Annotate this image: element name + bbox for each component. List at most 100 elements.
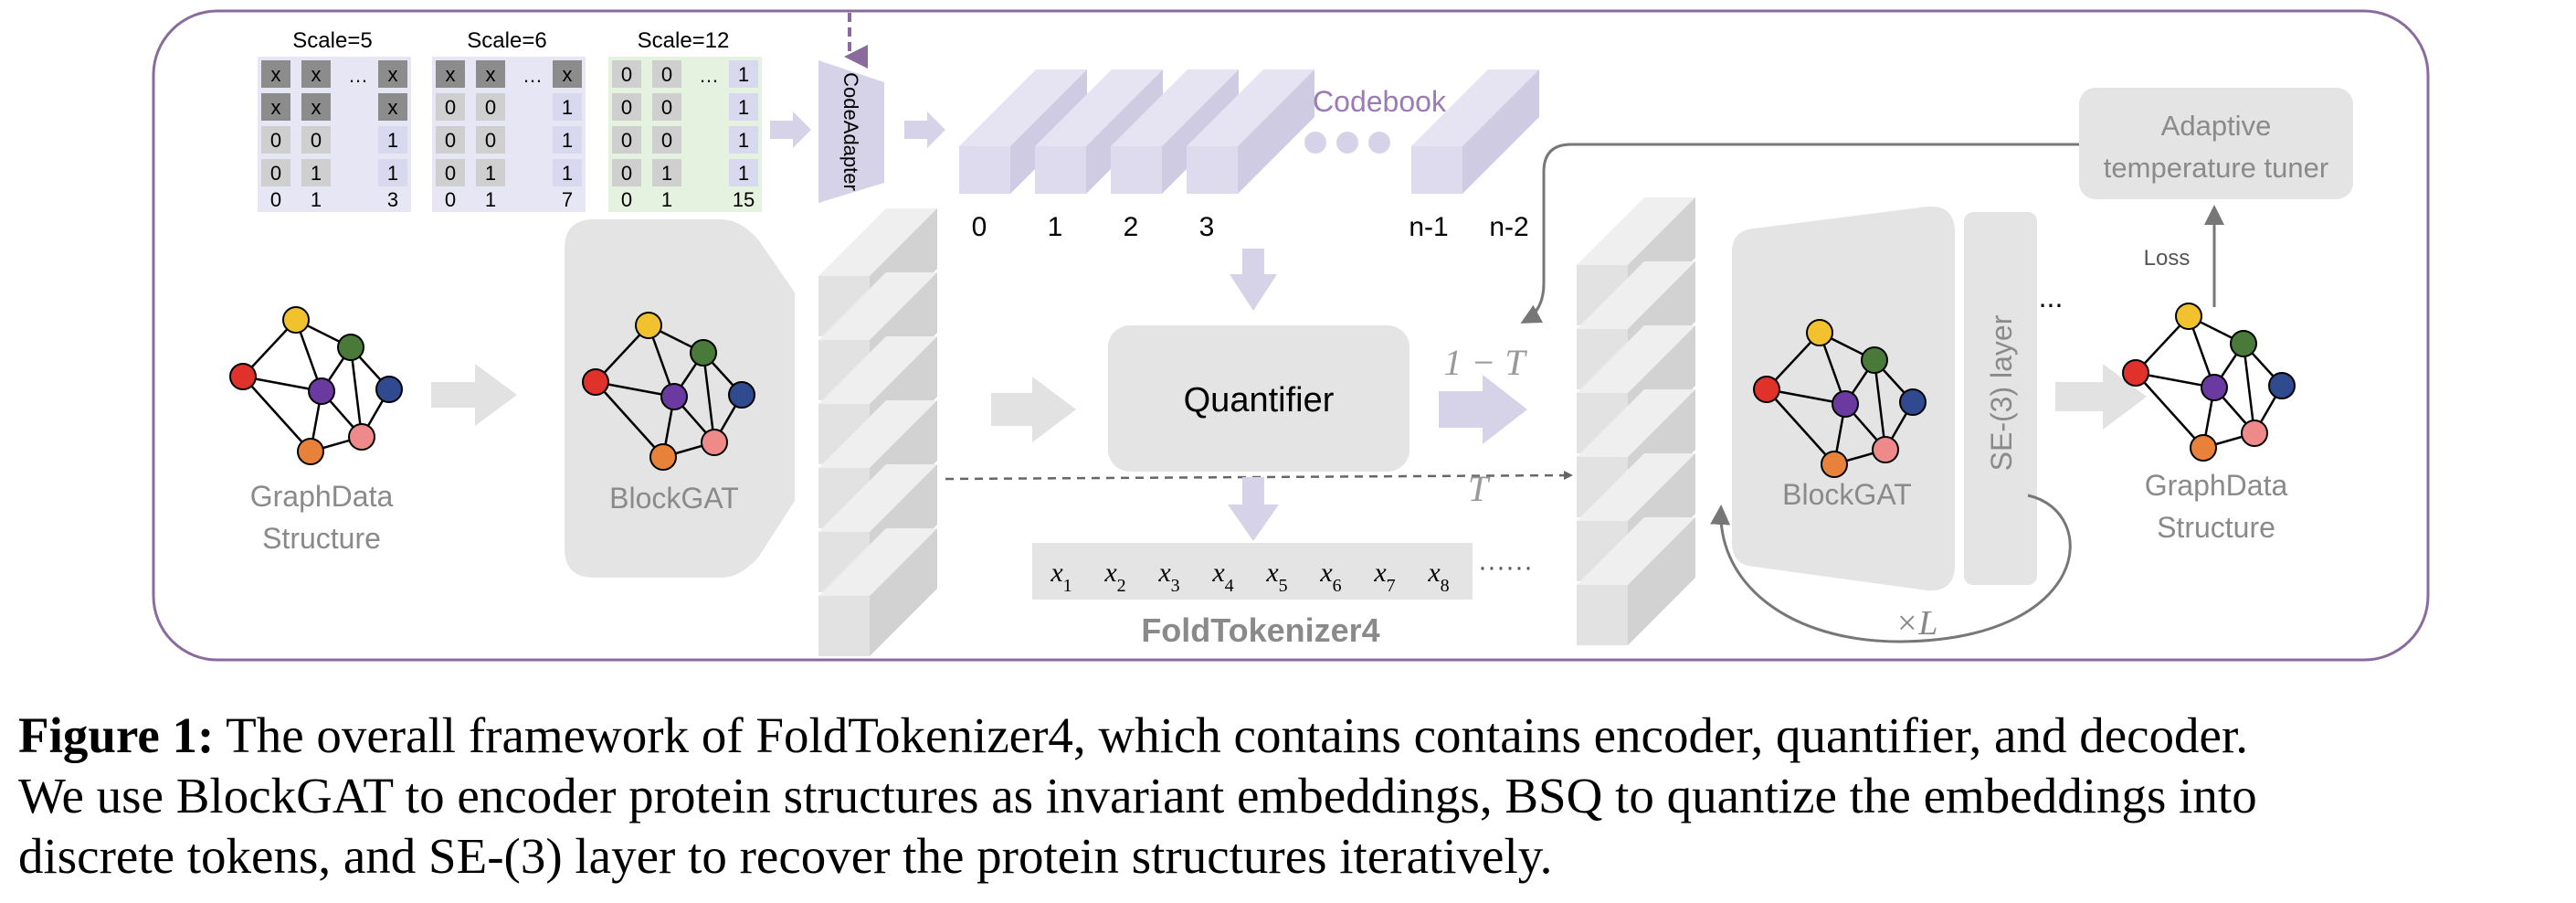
- scale-cell-text: x: [486, 63, 496, 86]
- scale-cell: [476, 60, 505, 88]
- codebook-blocks: [959, 69, 1539, 194]
- graph-node: [1806, 319, 1833, 346]
- quantifier-label: Quantifier: [1184, 381, 1335, 420]
- graph-node: [1753, 376, 1780, 403]
- embedding-slab-top: [1577, 389, 1695, 457]
- scale-cell: [652, 60, 681, 88]
- embedding-slab-top: [818, 400, 937, 468]
- scale-cell-text: 1: [562, 129, 573, 152]
- graph-edge: [1766, 388, 1835, 465]
- code-adapter-block: [818, 60, 884, 203]
- graph-edge: [702, 352, 716, 443]
- graph-edge: [2242, 343, 2256, 434]
- scale-cell: [553, 93, 582, 121]
- graph-node: [1832, 390, 1859, 418]
- loss-label: Loss: [2144, 246, 2191, 271]
- scale-cell: [436, 60, 465, 88]
- graph-node: [2175, 303, 2202, 330]
- embedding-slab-front: [818, 596, 870, 656]
- scale-cell-text: 0: [621, 129, 632, 152]
- codebook-dot: [1368, 132, 1390, 154]
- graph-node: [229, 363, 257, 390]
- codebook-index: n-2: [1489, 212, 1528, 242]
- scale-cell-text: 1: [562, 162, 573, 185]
- codebook-block-top: [959, 69, 1087, 146]
- codebook-label: Codebook: [1313, 85, 1447, 118]
- scale-cell: [378, 60, 407, 88]
- graph-node: [2230, 330, 2257, 357]
- scale-cell: [553, 126, 582, 154]
- graph-node: [1861, 346, 1888, 374]
- scale-cell-text: 1: [738, 63, 749, 86]
- times-l-label: ×L: [1895, 604, 1938, 643]
- scale-arrow-1: [770, 112, 811, 148]
- codebook-block-side: [1462, 69, 1539, 194]
- one-minus-t-label: 1 − T: [1443, 342, 1527, 383]
- scale-footer-text: 1: [485, 188, 496, 211]
- scale-cell-text: 0: [485, 96, 496, 119]
- token: x8: [1427, 558, 1449, 596]
- scale-cell: [553, 60, 582, 88]
- codebook-block-top: [1111, 69, 1239, 146]
- codebook-dot: [1304, 132, 1326, 154]
- graph-node: [582, 368, 609, 396]
- embedding-slab-top: [1577, 453, 1695, 521]
- graph-node: [1872, 436, 1899, 463]
- scale-cell: [612, 93, 641, 121]
- scale-cell-text: 0: [445, 162, 456, 185]
- decoder-graph-icon: [1753, 319, 1927, 478]
- scale-cell: [301, 93, 331, 121]
- scale-cell-text: 1: [562, 96, 573, 119]
- scale-cell: [476, 93, 505, 121]
- scale-footer-text: 0: [445, 188, 456, 211]
- scale-cell-text: x: [388, 63, 398, 86]
- scale-cell: [729, 159, 758, 186]
- graph-edge: [349, 346, 364, 438]
- output-graph-label-line2: Structure: [2157, 511, 2275, 544]
- encoder-embedding-stack: [818, 208, 937, 656]
- embedding-slab-top: [1577, 517, 1695, 585]
- se3-ellipsis: ...: [2039, 281, 2064, 313]
- scale-cell-text: x: [311, 96, 322, 119]
- input-graph-label-line2: Structure: [262, 522, 381, 555]
- embedding-slab-side: [870, 528, 937, 656]
- scale-cell-text: 0: [621, 96, 632, 119]
- scale-cell-text: 1: [311, 162, 322, 185]
- scale-cell: [436, 126, 465, 154]
- scale-cell-text: x: [271, 63, 281, 86]
- codebook-index: 3: [1199, 212, 1215, 242]
- scale-cell: [261, 126, 290, 154]
- codebook-dot: [1336, 132, 1358, 154]
- graph-node: [337, 334, 364, 361]
- scale-cell-ellipsis: …: [348, 64, 368, 87]
- caption-text-1: The overall framework of FoldTokenizer4,…: [214, 707, 2248, 763]
- codebook-index: 2: [1124, 212, 1139, 242]
- embedding-slab-side: [1628, 517, 1695, 645]
- graph-node: [348, 423, 375, 451]
- scale-footer-text: 15: [733, 188, 755, 211]
- outer-frame: [152, 9, 2430, 662]
- scale-cell: [612, 60, 641, 88]
- scale-title: Scale=12: [638, 28, 730, 53]
- codebook-block-front: [1187, 146, 1238, 194]
- temperature-feedback-arrow: [1520, 143, 2079, 324]
- graph-node: [701, 429, 728, 456]
- codebook-to-quantifier-arrow: [1230, 249, 1277, 311]
- codebook-block-top: [1187, 69, 1314, 146]
- scale-cell-text: 0: [270, 129, 281, 152]
- scale-cell-text: x: [271, 96, 281, 119]
- codebook-index: 1: [1048, 212, 1063, 242]
- graph-node: [635, 312, 662, 339]
- graph-node: [2190, 434, 2217, 462]
- se3-layer-block: [1964, 212, 2037, 585]
- codebook-block-front: [1111, 146, 1162, 194]
- graph-node: [660, 383, 688, 410]
- embedding-slab-top: [818, 528, 937, 596]
- scale-cell: [652, 126, 681, 154]
- embedding-slab-top: [818, 272, 937, 340]
- codebook-block-side: [1238, 69, 1314, 194]
- iteration-loop-arrow: [1710, 494, 2072, 643]
- scale-footer-text: 1: [311, 188, 322, 211]
- scale-cell-text: 1: [738, 162, 749, 185]
- codebook-block-top: [1035, 69, 1163, 146]
